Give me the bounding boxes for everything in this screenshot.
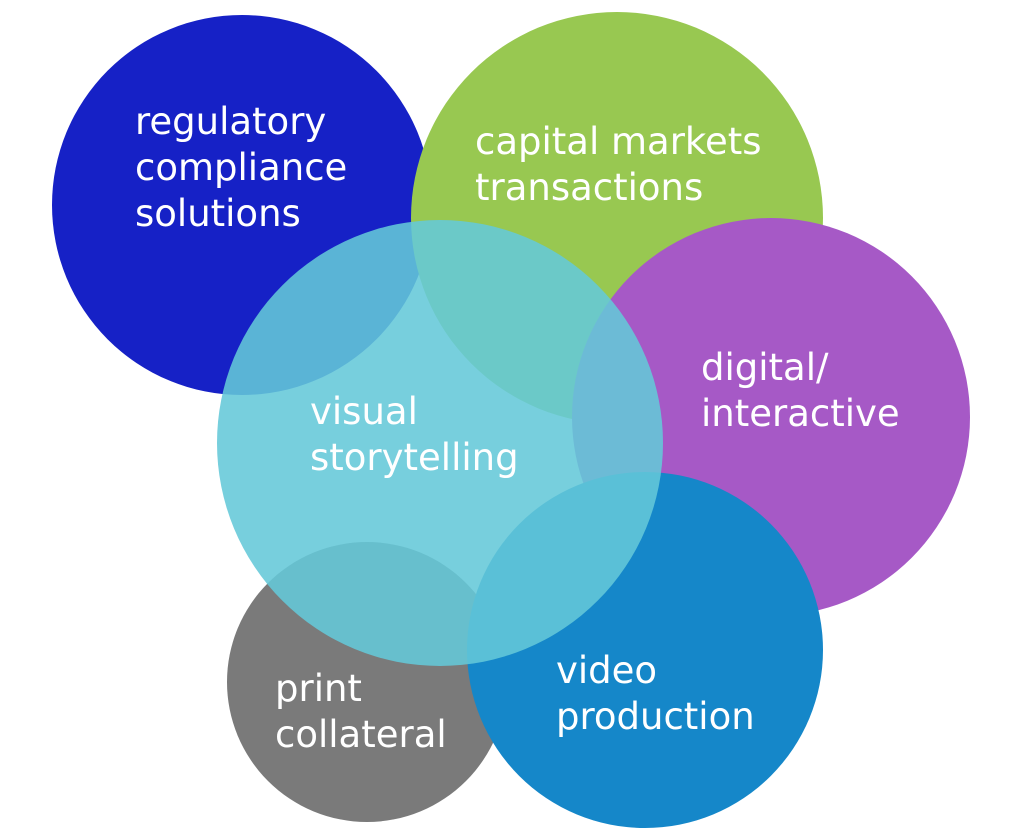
label-digital-interactive: digital/ interactive [701,346,900,435]
label-line: capital markets [475,120,762,163]
label-line: storytelling [310,436,519,479]
label-video-production: video production [556,649,755,738]
label-line: video [556,649,657,692]
label-line: transactions [475,166,703,209]
label-line: regulatory [135,100,326,143]
label-line: production [556,695,755,738]
label-line: interactive [701,392,900,435]
label-visual-storytelling: visual storytelling [310,390,519,479]
label-capital-markets: capital markets transactions [475,120,773,209]
label-line: visual [310,390,418,433]
label-line: compliance [135,146,347,189]
bubble-visual-storytelling-circle [217,220,663,666]
label-line: solutions [135,192,301,235]
label-regulatory-compliance: regulatory compliance solutions [135,100,359,235]
label-line: digital/ [701,346,829,389]
label-line: print [275,667,362,710]
bubble-visual-storytelling [217,220,663,666]
label-print-collateral: print collateral [275,667,447,756]
label-line: collateral [275,713,447,756]
